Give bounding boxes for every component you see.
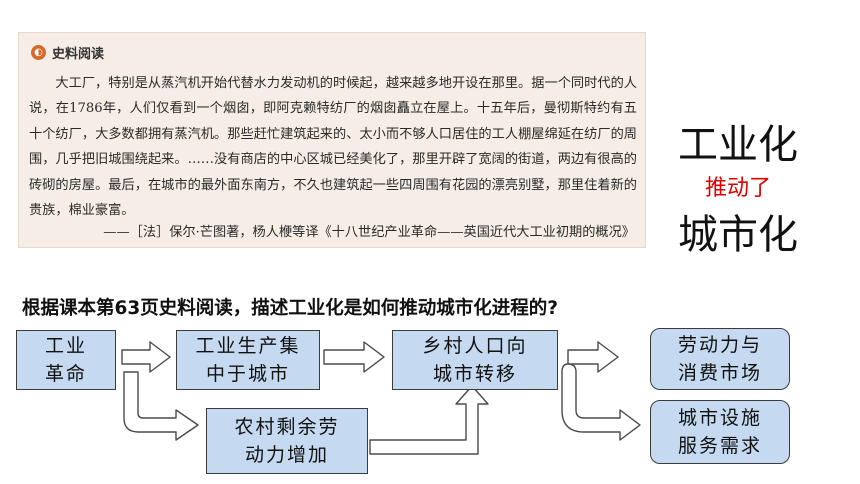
node-industrial-revolution: 工业 革命 xyxy=(16,330,116,390)
node-industrial-revolution-line2: 革命 xyxy=(44,363,87,385)
side-pushed: 推动了 xyxy=(704,176,771,201)
arrow-n2-n3 xyxy=(323,341,385,373)
node-city-services-line2: 服务需求 xyxy=(677,435,762,457)
node-rural-migration-line1: 乡村人口向 xyxy=(422,335,528,357)
arrow-n1-n4 xyxy=(123,371,199,441)
node-production-concentration-line1: 工业生产集 xyxy=(195,335,301,357)
node-city-services-line1: 城市设施 xyxy=(677,407,762,429)
node-production-concentration-line2: 中于城市 xyxy=(205,363,290,385)
node-surplus-labor-line1: 农村剩余劳 xyxy=(234,416,340,438)
reading-body: 大工厂，特别是从蒸汽机开始代替水力发动机的时候起，越来越多地开设在那里。据一个同… xyxy=(29,76,637,219)
arrow-n1-n2 xyxy=(121,341,171,373)
arrow-n4-n3 xyxy=(369,385,489,455)
reading-source: ——［法］保尔·芒图著，杨人楩等译《十八世纪产业革命——英国近代大工业初期的概况… xyxy=(103,225,635,240)
arrow-n3-n6 xyxy=(561,363,641,441)
node-surplus-labor: 农村剩余劳 动力增加 xyxy=(206,408,368,474)
node-surplus-labor-line2: 动力增加 xyxy=(244,444,329,466)
reading-badge-icon: ◐ xyxy=(31,44,46,60)
node-industrial-revolution-line1: 工业 xyxy=(44,335,87,357)
arrow-n3-n5 xyxy=(567,341,619,373)
node-production-concentration: 工业生产集 中于城市 xyxy=(176,330,320,390)
reading-header: ◐ 史料阅读 xyxy=(31,43,105,62)
node-city-services: 城市设施 服务需求 xyxy=(650,400,790,464)
node-rural-migration: 乡村人口向 城市转移 xyxy=(392,330,558,390)
node-labor-market-line2: 消费市场 xyxy=(677,362,762,384)
question-text: 根据课本第63页史料阅读，描述工业化是如何推动城市化进程的? xyxy=(22,298,558,319)
node-rural-migration-line2: 城市转移 xyxy=(432,363,517,385)
reading-title: 史料阅读 xyxy=(52,46,105,62)
side-urbanization: 城市化 xyxy=(678,212,798,258)
side-industrialization: 工业化 xyxy=(678,122,798,168)
node-labor-market: 劳动力与 消费市场 xyxy=(650,328,790,390)
reading-panel: ◐ 史料阅读 大工厂，特别是从蒸汽机开始代替水力发动机的时候起，越来越多地开设在… xyxy=(18,32,646,248)
node-labor-market-line1: 劳动力与 xyxy=(677,334,762,356)
